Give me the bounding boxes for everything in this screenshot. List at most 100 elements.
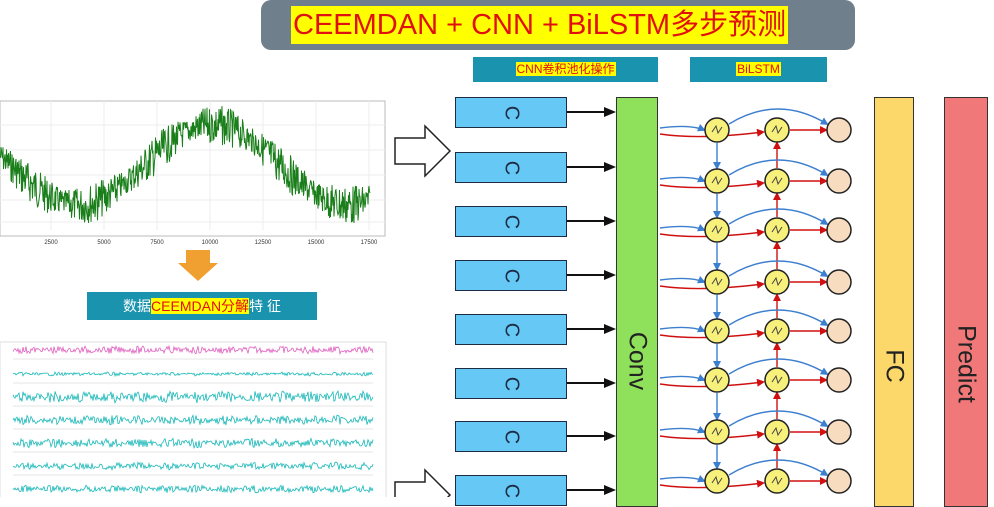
forward-skip-link [728, 208, 829, 226]
lstm-cell-icon [771, 175, 783, 186]
bilstm-header: BiLSTM [690, 57, 827, 82]
signal-tick-label: 5000 [97, 240, 111, 246]
imf-plots [0, 341, 387, 497]
lstm-cell-icon [771, 276, 783, 287]
input-link [659, 474, 706, 483]
output-node [826, 168, 852, 194]
input-link-red [659, 378, 765, 388]
feature-suffix: 特 征 [249, 298, 281, 314]
cbox-label: C [500, 214, 523, 229]
input-link-red [659, 430, 765, 440]
cbox-arrowhead [604, 162, 616, 172]
signal-plot-frame [0, 100, 386, 237]
lstm-cell-icon [771, 124, 783, 135]
input-link-red [659, 128, 765, 138]
cbox-unit: C [455, 152, 567, 183]
input-link [659, 324, 706, 333]
lstm-cell-icon [711, 124, 723, 135]
forward-skip-link [728, 410, 829, 428]
input-link [659, 373, 706, 382]
imf-plot-frame [0, 341, 387, 497]
cbox-label: C [500, 322, 523, 337]
lstm-cell-icon [771, 325, 783, 336]
cbox-unit: C [455, 421, 567, 452]
output-node [826, 468, 852, 494]
cbox-unit: C [455, 260, 567, 291]
cbox-label: C [500, 376, 523, 391]
imf-series [12, 414, 374, 426]
lstm-cell-icon [711, 374, 723, 385]
imf-series [12, 437, 374, 449]
input-link-red [659, 280, 765, 290]
predict-label: Predict [952, 325, 981, 403]
signal-tick-label: 10000 [202, 240, 219, 246]
down-arrow-icon [178, 250, 218, 281]
output-node [826, 217, 852, 243]
bilstm-network [659, 108, 852, 494]
fc-layer: FC [874, 97, 914, 507]
lstm-cell-icon [711, 475, 723, 486]
feature-highlight: CEEMDAN分解 [151, 298, 250, 314]
fc-label: FC [880, 349, 909, 383]
cbox-unit: C [455, 314, 567, 345]
input-link-red [659, 479, 765, 489]
imf-series [12, 461, 374, 472]
input-link-red [659, 329, 765, 339]
cbox-arrowhead [604, 216, 616, 226]
signal-tick-label: 7500 [150, 240, 164, 246]
lstm-cell-icon [711, 175, 723, 186]
cbox-arrowhead [604, 431, 616, 441]
lstm-cell-icon [711, 224, 723, 235]
cbox-arrowhead [604, 270, 616, 280]
lstm-cell-icon [711, 325, 723, 336]
right-arrow-icon [394, 124, 452, 178]
signal-tick-label: 17500 [361, 240, 378, 246]
feature-banner: 数据CEEMDAN分解特 征 [87, 292, 317, 320]
lstm-cell-icon [771, 426, 783, 437]
imf-series [12, 484, 374, 494]
conv-label: Conv [623, 331, 652, 391]
cbox-label: C [500, 483, 523, 498]
input-link [659, 123, 706, 132]
signal-tick-label: 15000 [308, 240, 325, 246]
input-link [659, 275, 706, 284]
cnn-header: CNN卷积池化操作 [473, 57, 658, 82]
cbox-label: C [500, 268, 523, 283]
input-link-red [659, 179, 765, 189]
forward-skip-link [728, 260, 829, 278]
forward-skip-link [728, 159, 829, 177]
cbox-arrows [567, 107, 616, 495]
lstm-cell-icon [711, 276, 723, 287]
output-node [826, 117, 852, 143]
cbox-unit: C [455, 97, 567, 128]
input-link [659, 223, 706, 232]
input-link [659, 174, 706, 183]
cbox-unit: C [455, 475, 567, 506]
input-link-red [659, 228, 765, 238]
cbox-label: C [500, 160, 523, 175]
output-node [826, 367, 852, 393]
input-link [659, 425, 706, 434]
cbox-label: C [500, 105, 523, 120]
forward-skip-link [728, 108, 829, 126]
cbox-unit: C [455, 206, 567, 237]
lstm-cell-icon [711, 426, 723, 437]
output-node [826, 269, 852, 295]
output-node [826, 318, 852, 344]
cbox-arrowhead [604, 324, 616, 334]
page-title: CEEMDAN + CNN + BiLSTM多步预测 [291, 6, 789, 44]
imf-series [12, 371, 374, 378]
lstm-cell-icon [771, 475, 783, 486]
cbox-unit: C [455, 368, 567, 399]
imf-series [12, 344, 374, 356]
cbox-label: C [500, 429, 523, 444]
cbox-arrowhead [604, 107, 616, 117]
lstm-cell-icon [771, 374, 783, 385]
imf-series [12, 389, 374, 404]
output-node [826, 419, 852, 445]
bilstm-header-label: BiLSTM [736, 62, 781, 76]
lstm-cell-icon [771, 224, 783, 235]
signal-tick-label: 12500 [255, 240, 272, 246]
